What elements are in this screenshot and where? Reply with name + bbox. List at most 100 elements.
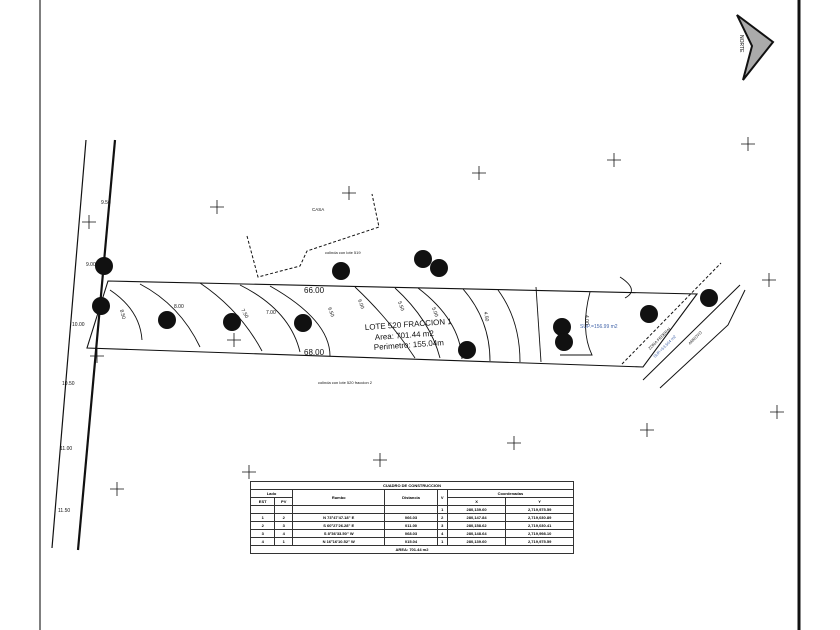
contour-label: 11.50 xyxy=(58,508,70,514)
survey-points xyxy=(82,137,784,496)
cell: 2,719,975.59 xyxy=(505,537,574,546)
contour-lines xyxy=(109,276,632,363)
cell: 280,139.60 xyxy=(446,537,507,546)
cell xyxy=(249,505,276,514)
header-x: X xyxy=(446,497,507,506)
contour-label: 6.50 xyxy=(326,307,335,318)
contour-label: 9.00 xyxy=(86,262,96,268)
contour-labels: 9.50 9.00 10.00 10.50 11.00 11.50 8.50 8… xyxy=(58,200,589,514)
trees xyxy=(92,250,718,359)
zona-federal-line xyxy=(621,262,722,365)
casa-label: CASA xyxy=(312,207,324,212)
header-rumbo: Rumbo xyxy=(292,489,386,506)
cell: 2,719,998.10 xyxy=(505,529,574,538)
cell: 280,148.64 xyxy=(446,529,507,538)
contour-label: 9.50 xyxy=(101,200,111,206)
cell: 2 xyxy=(436,513,448,522)
tree-icon xyxy=(700,289,718,307)
cell: 1 xyxy=(436,537,448,546)
tree-icon xyxy=(414,250,432,268)
cell: 4 xyxy=(249,537,276,546)
header-v: V xyxy=(436,489,448,506)
contour-label: 6.00 xyxy=(356,299,365,310)
contour-label: 5.50 xyxy=(396,301,405,312)
cell: 1 xyxy=(436,505,448,514)
contour-label: 5.00 xyxy=(430,307,439,318)
sup-label: SUP.=156.99 m2 xyxy=(580,324,618,330)
neighbor-bottom-label: colinda con lote 520 fraccion 2 xyxy=(318,380,373,385)
cell xyxy=(274,505,294,514)
header-coordenadas: Coordenadas xyxy=(446,489,575,498)
cell: 3 xyxy=(249,529,276,538)
header-pv: PV xyxy=(274,497,294,506)
neighbor-top-label: colinda con lote 519 xyxy=(325,250,361,255)
tree-icon xyxy=(458,341,476,359)
construction-table: CUADRO DE CONSTRUCCION Lado Rumbo Distan… xyxy=(249,481,575,554)
header-y: Y xyxy=(505,497,574,506)
cell: 3 xyxy=(436,521,448,530)
cell xyxy=(384,505,438,514)
header-lado: Lado xyxy=(249,489,294,498)
road-edge xyxy=(51,139,87,549)
tree-icon xyxy=(294,314,312,332)
cell: S 60°27'26.28" E xyxy=(292,521,386,530)
tree-icon xyxy=(430,259,448,277)
cell: 066.03 xyxy=(384,513,438,522)
cell: N 16°16'10.52" W xyxy=(292,537,386,546)
tree-icon xyxy=(223,313,241,331)
cell: 2 xyxy=(274,513,294,522)
cell: N 73°47'47.18" E xyxy=(292,513,386,522)
tree-icon xyxy=(95,257,113,275)
cell: 280,147.84 xyxy=(446,513,507,522)
contour-label: 10.50 xyxy=(62,381,75,387)
table-title: CUADRO DE CONSTRUCCION xyxy=(250,481,574,490)
cell: 015.04 xyxy=(384,537,438,546)
lot-area: Area: 701.44 m2 xyxy=(375,329,435,342)
table-area: AREA: 701.44 m2 xyxy=(250,545,574,554)
cell: 2 xyxy=(249,521,276,530)
contour-label: 8.50 xyxy=(118,309,126,320)
contour-label: 7.00 xyxy=(266,310,276,316)
cell: 2,719,030.89 xyxy=(505,513,574,522)
north-label: NORTE xyxy=(738,35,744,53)
casa-outline xyxy=(246,193,380,278)
contour-label: 10.00 xyxy=(72,322,85,328)
cell: 4 xyxy=(436,529,448,538)
header-est: EST xyxy=(249,497,276,506)
north-arrow-icon: NORTE xyxy=(736,14,775,81)
cell: 011.00 xyxy=(384,521,438,530)
cell: 2,719,975.59 xyxy=(505,505,574,514)
cell: 4 xyxy=(274,529,294,538)
bottom-length-label: 68.00 xyxy=(304,348,325,357)
contour-label: 11.00 xyxy=(60,446,72,452)
cell: 280,139.60 xyxy=(446,505,507,514)
contour-label: 4.00 xyxy=(583,315,589,325)
tree-icon xyxy=(555,333,573,351)
tree-icon xyxy=(332,262,350,280)
cell: 1 xyxy=(249,513,276,522)
cell: 1 xyxy=(274,537,294,546)
tree-icon xyxy=(92,297,110,315)
tree-icon xyxy=(553,318,571,336)
road-edge xyxy=(76,139,117,551)
cell: 068.03 xyxy=(384,529,438,538)
arroyo-edge xyxy=(659,289,746,389)
arroyo-label: ARROYO xyxy=(687,330,703,346)
cell: 3 xyxy=(274,521,294,530)
cell xyxy=(292,505,386,514)
cell: 280,158.62 xyxy=(446,521,507,530)
contour-label: 4.50 xyxy=(482,311,490,322)
contour-label: 7.50 xyxy=(239,308,249,320)
top-length-label: 66.00 xyxy=(304,286,325,295)
cell: S 8°36'33.50" W xyxy=(292,529,386,538)
tree-icon xyxy=(640,305,658,323)
contour-label: 8.00 xyxy=(174,304,184,310)
lot-boundary xyxy=(86,280,699,368)
